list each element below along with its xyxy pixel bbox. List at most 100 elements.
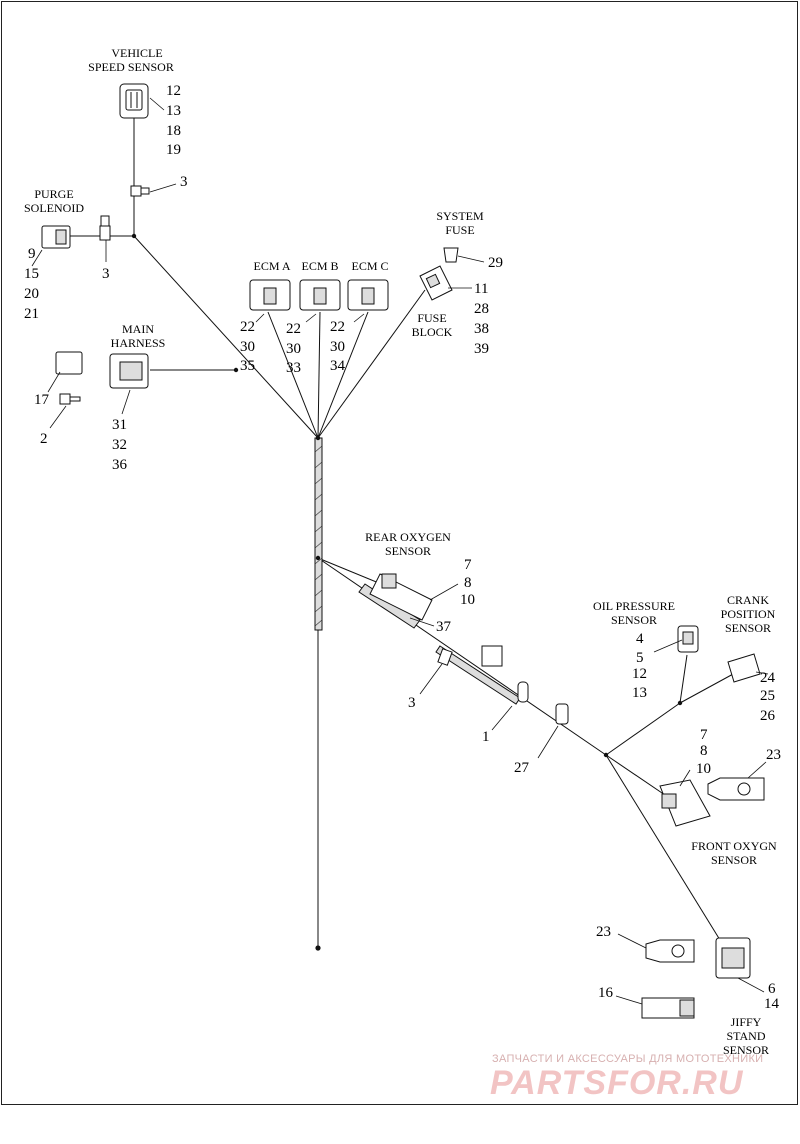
rear-o2-label-line2: SENSOR xyxy=(385,544,431,558)
ecm-c-label: ECM C xyxy=(351,259,388,273)
callout-main-harness-2: 32 xyxy=(112,437,127,453)
callout-purge-4: 21 xyxy=(24,306,39,322)
callout-vss-1: 12 xyxy=(166,83,181,99)
oil-pressure-sensor-connector xyxy=(677,625,699,653)
callout-loose-clip: 2 xyxy=(40,431,48,447)
rear-oxygen-sensor-connector xyxy=(358,573,433,629)
crank-label-line3: SENSOR xyxy=(725,621,771,635)
harness-clip-icon xyxy=(437,648,453,666)
callout-crank-2: 25 xyxy=(760,688,775,704)
fuse-block-label-line2: BLOCK xyxy=(412,325,453,339)
leader-lines xyxy=(31,97,769,1005)
callout-loose-connector: 17 xyxy=(34,392,50,408)
callout-crank-3: 26 xyxy=(760,708,776,724)
vehicle-speed-sensor-connector xyxy=(119,83,149,119)
callout-jiffy-2: 14 xyxy=(764,996,780,1012)
front-o2-wire xyxy=(605,754,666,796)
callout-main-harness-3: 36 xyxy=(112,457,128,473)
callout-jiffy-connector: 16 xyxy=(598,985,614,1001)
callout-purge-3: 20 xyxy=(24,286,39,302)
callout-ecm-a-2: 30 xyxy=(240,339,255,355)
loose-connector-icon xyxy=(55,351,83,375)
callout-vss-clip: 3 xyxy=(180,174,188,190)
conduit-bracket-icon xyxy=(481,645,529,703)
crank-position-sensor-connector xyxy=(727,653,761,683)
purge-label-line2: SOLENOID xyxy=(24,201,84,215)
callout-purge-2: 15 xyxy=(24,266,39,282)
junction-dot xyxy=(603,752,609,758)
callout-ecm-b-3: 33 xyxy=(286,360,301,376)
system-fuse-label-line1: SYSTEM xyxy=(436,209,484,223)
oil-pressure-label-line2: SENSOR xyxy=(611,613,657,627)
callout-ecm-a-3: 35 xyxy=(240,358,255,374)
callout-fuse-block-2: 28 xyxy=(474,301,489,317)
callout-front-o2-1: 7 xyxy=(700,727,708,743)
front-oxygen-sensor-connector xyxy=(659,779,711,827)
callout-fuse-block-4: 39 xyxy=(474,341,489,357)
watermark-tagline: ЗАПЧАСТИ И АКСЕССУАРЫ ДЛЯ МОТОТЕХНИКИ xyxy=(492,1053,763,1065)
junction-dot xyxy=(131,233,137,239)
callout-ecm-b-2: 30 xyxy=(286,341,301,357)
harness-clip-2-icon xyxy=(555,703,569,725)
callout-vss-4: 19 xyxy=(166,142,181,158)
wires xyxy=(68,118,736,951)
oil-pressure-wire xyxy=(679,654,688,704)
watermark-logo: PARTSFOR.RU xyxy=(490,1064,744,1102)
crank-label-line2: POSITION xyxy=(721,607,776,621)
fuse-block-connector xyxy=(419,265,453,301)
crank-label-line1: CRANK xyxy=(727,593,769,607)
ecm-a-wire xyxy=(267,311,319,439)
main-harness-label-line2: HARNESS xyxy=(111,336,166,350)
jiffy-wire xyxy=(605,754,721,941)
callout-fuse-block-1: 11 xyxy=(474,281,488,297)
callout-rear-o2-2: 8 xyxy=(464,575,472,591)
jiffy-bracket-icon xyxy=(645,939,695,963)
junction-dot xyxy=(315,555,321,561)
callout-purge-1: 9 xyxy=(28,246,36,262)
callout-harness-clip: 3 xyxy=(408,695,416,711)
fuse-block-label-line1: FUSE xyxy=(417,311,446,325)
ecm-a-label: ECM A xyxy=(253,259,290,273)
callout-ecm-c-1: 22 xyxy=(330,319,345,335)
vss-label-line1: VEHICLE xyxy=(111,46,162,60)
callout-rear-o2-1: 7 xyxy=(464,557,472,573)
vss-label-line2: SPEED SENSOR xyxy=(88,60,174,74)
front-o2-bracket-icon xyxy=(707,777,765,801)
purge-clip-icon xyxy=(99,215,111,241)
main-harness-label-line1: MAIN xyxy=(122,322,154,336)
callout-purge-clip: 3 xyxy=(102,266,110,282)
callout-crank-1: 24 xyxy=(760,670,776,686)
callout-front-o2-3: 10 xyxy=(696,761,711,777)
callout-oil-pressure-1: 4 xyxy=(636,631,644,647)
crank-wire xyxy=(679,672,736,704)
callout-ecm-c-2: 30 xyxy=(330,339,345,355)
system-fuse-label-line2: FUSE xyxy=(445,223,474,237)
callout-ecm-b-1: 22 xyxy=(286,321,301,337)
ecm-b-label: ECM B xyxy=(301,259,338,273)
left-branch-wire xyxy=(133,235,319,439)
callout-jiffy-1: 6 xyxy=(768,981,776,997)
ecm-b-wire xyxy=(317,311,321,439)
junction-dot xyxy=(315,435,321,441)
callout-oil-pressure-2: 5 xyxy=(636,650,644,666)
jiffy-label-line1: JIFFY xyxy=(731,1015,762,1029)
callout-rear-o2-bracket: 37 xyxy=(436,619,452,635)
junction-dot xyxy=(233,367,239,373)
jiffy-stand-sensor-connector xyxy=(715,937,751,979)
callout-front-o2-2: 8 xyxy=(700,743,708,759)
front-o2-label-line2: SENSOR xyxy=(711,853,757,867)
ecm-c-wire xyxy=(317,311,369,439)
loose-clip-icon xyxy=(59,393,81,405)
callout-ecm-c-3: 34 xyxy=(330,358,346,374)
diagonal-conduit xyxy=(435,645,521,705)
callout-front-o2-bracket: 23 xyxy=(766,747,781,763)
oil-pressure-label-line1: OIL PRESSURE xyxy=(593,599,675,613)
system-fuse-icon xyxy=(443,247,459,263)
callout-system-fuse: 29 xyxy=(488,255,503,271)
front-o2-label-line1: FRONT OXYGN xyxy=(691,839,777,853)
jiffy-label-line3: SENSOR xyxy=(723,1043,769,1057)
diagonal-trunk-wire xyxy=(317,557,607,756)
callout-harness-clip-2: 27 xyxy=(514,760,530,776)
callout-vss-2: 13 xyxy=(166,103,181,119)
